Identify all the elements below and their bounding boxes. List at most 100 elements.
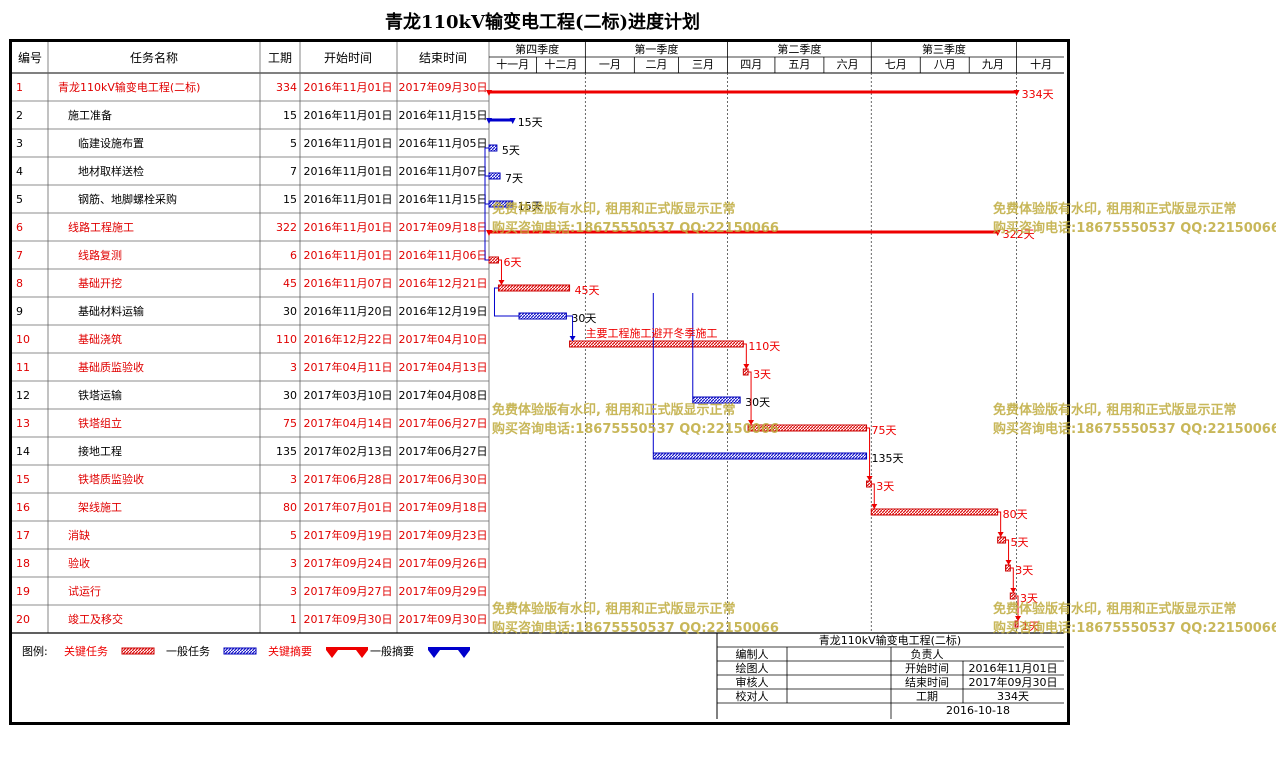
link-arrow [748, 420, 755, 425]
row-id: 6 [16, 221, 23, 234]
bar-duration-label: 80天 [1003, 508, 1028, 521]
dependency-link [743, 343, 747, 369]
task-name: 基础开挖 [78, 276, 122, 290]
bar-duration-label: 5天 [1011, 536, 1029, 549]
row-id: 11 [16, 361, 30, 374]
task-name: 线路复测 [78, 248, 122, 262]
task-duration: 30 [283, 305, 297, 318]
month-label: 三月 [692, 58, 714, 71]
summary-cap [486, 90, 492, 96]
quarter-label: 第一季度 [634, 42, 678, 56]
bar-duration-label: 5天 [502, 144, 520, 157]
info-value: 2017年09月30日 [969, 675, 1058, 689]
info-label: 负责人 [911, 647, 944, 661]
task-name: 接地工程 [78, 445, 122, 458]
dependency-link [866, 427, 871, 481]
task-start: 2016年12月22日 [304, 332, 393, 346]
header-cell: 工期 [268, 51, 292, 65]
month-label: 二月 [645, 58, 667, 71]
task-start: 2017年06月28日 [304, 472, 393, 486]
bar-duration-label: 3天 [1020, 592, 1038, 605]
summary-cap [486, 118, 492, 124]
link-arrow [1010, 588, 1017, 593]
task-name: 基础材料运输 [78, 304, 144, 318]
task-duration: 334 [276, 81, 297, 94]
task-start: 2016年11月07日 [304, 276, 393, 290]
task-name: 基础浇筑 [78, 332, 122, 346]
bar-duration-label: 75天 [872, 424, 897, 437]
row-id: 3 [16, 137, 23, 150]
task-end: 2017年06月27日 [399, 416, 488, 430]
link-arrow [871, 504, 878, 509]
task-end: 2017年04月08日 [399, 388, 488, 402]
watermark-line: 免费体验版有水印, 租用和正式版显示正常 [492, 202, 736, 217]
info-label: 编制人 [736, 647, 769, 661]
task-bar [518, 312, 567, 320]
dependency-link [484, 203, 489, 261]
month-label: 四月 [740, 58, 762, 71]
task-end: 2017年06月30日 [399, 472, 488, 486]
bar-duration-label: 30天 [571, 312, 596, 325]
task-name: 钢筋、地脚螺栓采购 [78, 192, 177, 206]
task-end: 2016年11月15日 [399, 108, 488, 122]
task-bar-critical [866, 480, 872, 488]
task-duration: 30 [283, 389, 297, 402]
info-title: 青龙110kV输变电工程(二标) [819, 633, 961, 647]
task-bar-critical [1005, 564, 1011, 572]
task-start: 2017年09月30日 [304, 612, 393, 626]
task-end: 2016年11月06日 [399, 248, 488, 262]
task-end: 2017年04月10日 [399, 332, 488, 346]
task-bar [488, 172, 501, 180]
quarter-label: 第三季度 [922, 42, 966, 56]
task-name: 地材取样送检 [78, 164, 144, 178]
dependency-link [871, 483, 875, 509]
month-label: 十二月 [544, 57, 577, 71]
task-bar-critical [742, 368, 749, 376]
task-name: 竣工及移交 [68, 612, 123, 626]
dependency-link [1010, 567, 1014, 593]
info-label: 结束时间 [905, 676, 949, 689]
task-bar-critical [497, 284, 571, 292]
task-end: 2017年09月18日 [399, 500, 488, 514]
task-end: 2017年09月18日 [399, 220, 488, 234]
row-id: 8 [16, 277, 23, 290]
info-label: 开始时间 [905, 661, 949, 675]
bar-duration-label: 6天 [503, 256, 521, 269]
task-name: 线路工程施工 [68, 220, 134, 234]
header-cell: 结束时间 [419, 51, 467, 65]
header-cell: 任务名称 [130, 50, 178, 65]
watermark-line: 购买咨询电话:18675550537 QQ:22150066 [993, 221, 1276, 236]
task-duration: 1 [290, 613, 297, 626]
page-title: 青龙110kV输变电工程(二标)进度计划 [384, 12, 701, 33]
task-end: 2017年06月27日 [399, 444, 488, 458]
watermark-line: 免费体验版有水印, 租用和正式版显示正常 [993, 602, 1237, 617]
task-duration: 45 [283, 277, 297, 290]
task-start: 2017年09月24日 [304, 556, 393, 570]
row-id: 18 [16, 557, 30, 570]
month-label: 七月 [885, 58, 907, 71]
chart-frame [9, 39, 1070, 725]
row-id: 9 [16, 305, 23, 318]
watermark-line: 购买咨询电话:18675550537 QQ:22150066 [492, 422, 779, 437]
summary-cap [509, 118, 516, 124]
row-id: 4 [16, 165, 23, 178]
task-start: 2016年11月01日 [304, 164, 393, 178]
watermark-line: 购买咨询电话:18675550537 QQ:22150066 [993, 621, 1276, 636]
watermark: 免费体验版有水印, 租用和正式版显示正常购买咨询电话:18675550537 Q… [993, 200, 1276, 238]
task-name: 临建设施布置 [78, 136, 144, 150]
info-label: 校对人 [736, 689, 769, 703]
bar-duration-label: 3天 [876, 480, 894, 493]
task-start: 2016年11月01日 [304, 80, 393, 94]
row-id: 20 [16, 613, 30, 626]
info-label: 绘图人 [736, 661, 769, 675]
task-start: 2016年11月01日 [304, 136, 393, 150]
summary-cap [994, 230, 1001, 236]
row-id: 5 [16, 193, 23, 206]
month-label: 六月 [837, 58, 859, 71]
bar-duration-label: 3天 [1015, 564, 1033, 577]
task-end: 2017年04月13日 [399, 360, 488, 374]
legend-swatch [326, 647, 368, 658]
bar-duration-label: 7天 [505, 172, 523, 185]
legend-label: 一般摘要 [370, 644, 414, 658]
watermark: 免费体验版有水印, 租用和正式版显示正常购买咨询电话:18675550537 Q… [993, 401, 1276, 439]
